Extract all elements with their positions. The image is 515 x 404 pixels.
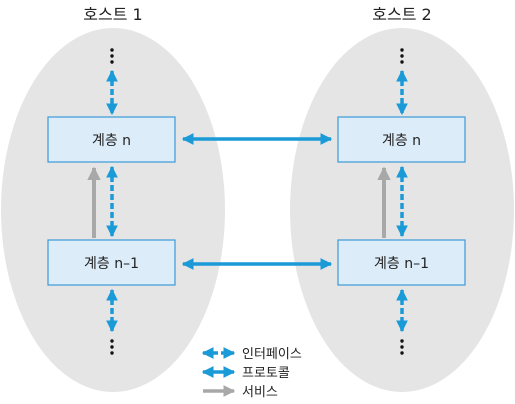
legend: 인터페이스 프로토콜 서비스 — [201, 347, 302, 400]
host-1-layer-n-box — [47, 116, 176, 163]
host-1-top-ellipsis — [110, 48, 114, 64]
host-1-layer-n-minus-1-label: 계층 n–1 — [84, 256, 139, 272]
host-2-layer-n-label: 계층 n — [382, 133, 421, 149]
host-1-title: 호스트 1 — [83, 5, 142, 24]
host-2-title: 호스트 2 — [372, 5, 431, 24]
host-2-layer-n-minus-1-label: 계층 n–1 — [374, 256, 429, 272]
host-1-bottom-ellipsis — [110, 339, 114, 355]
host-2-bottom-ellipsis — [400, 339, 404, 355]
legend-interface-label: 인터페이스 — [242, 347, 302, 362]
host-2-layer-n-minus-1-box — [337, 239, 466, 286]
legend-service-label: 서비스 — [242, 385, 278, 400]
host-2-top-ellipsis — [400, 48, 404, 64]
legend-protocol-label: 프로토콜 — [242, 366, 290, 381]
host-2-layer-n-box — [337, 116, 466, 163]
host-1-layer-n-label: 계층 n — [92, 133, 131, 149]
host-1-layer-n-minus-1-box — [47, 239, 176, 286]
